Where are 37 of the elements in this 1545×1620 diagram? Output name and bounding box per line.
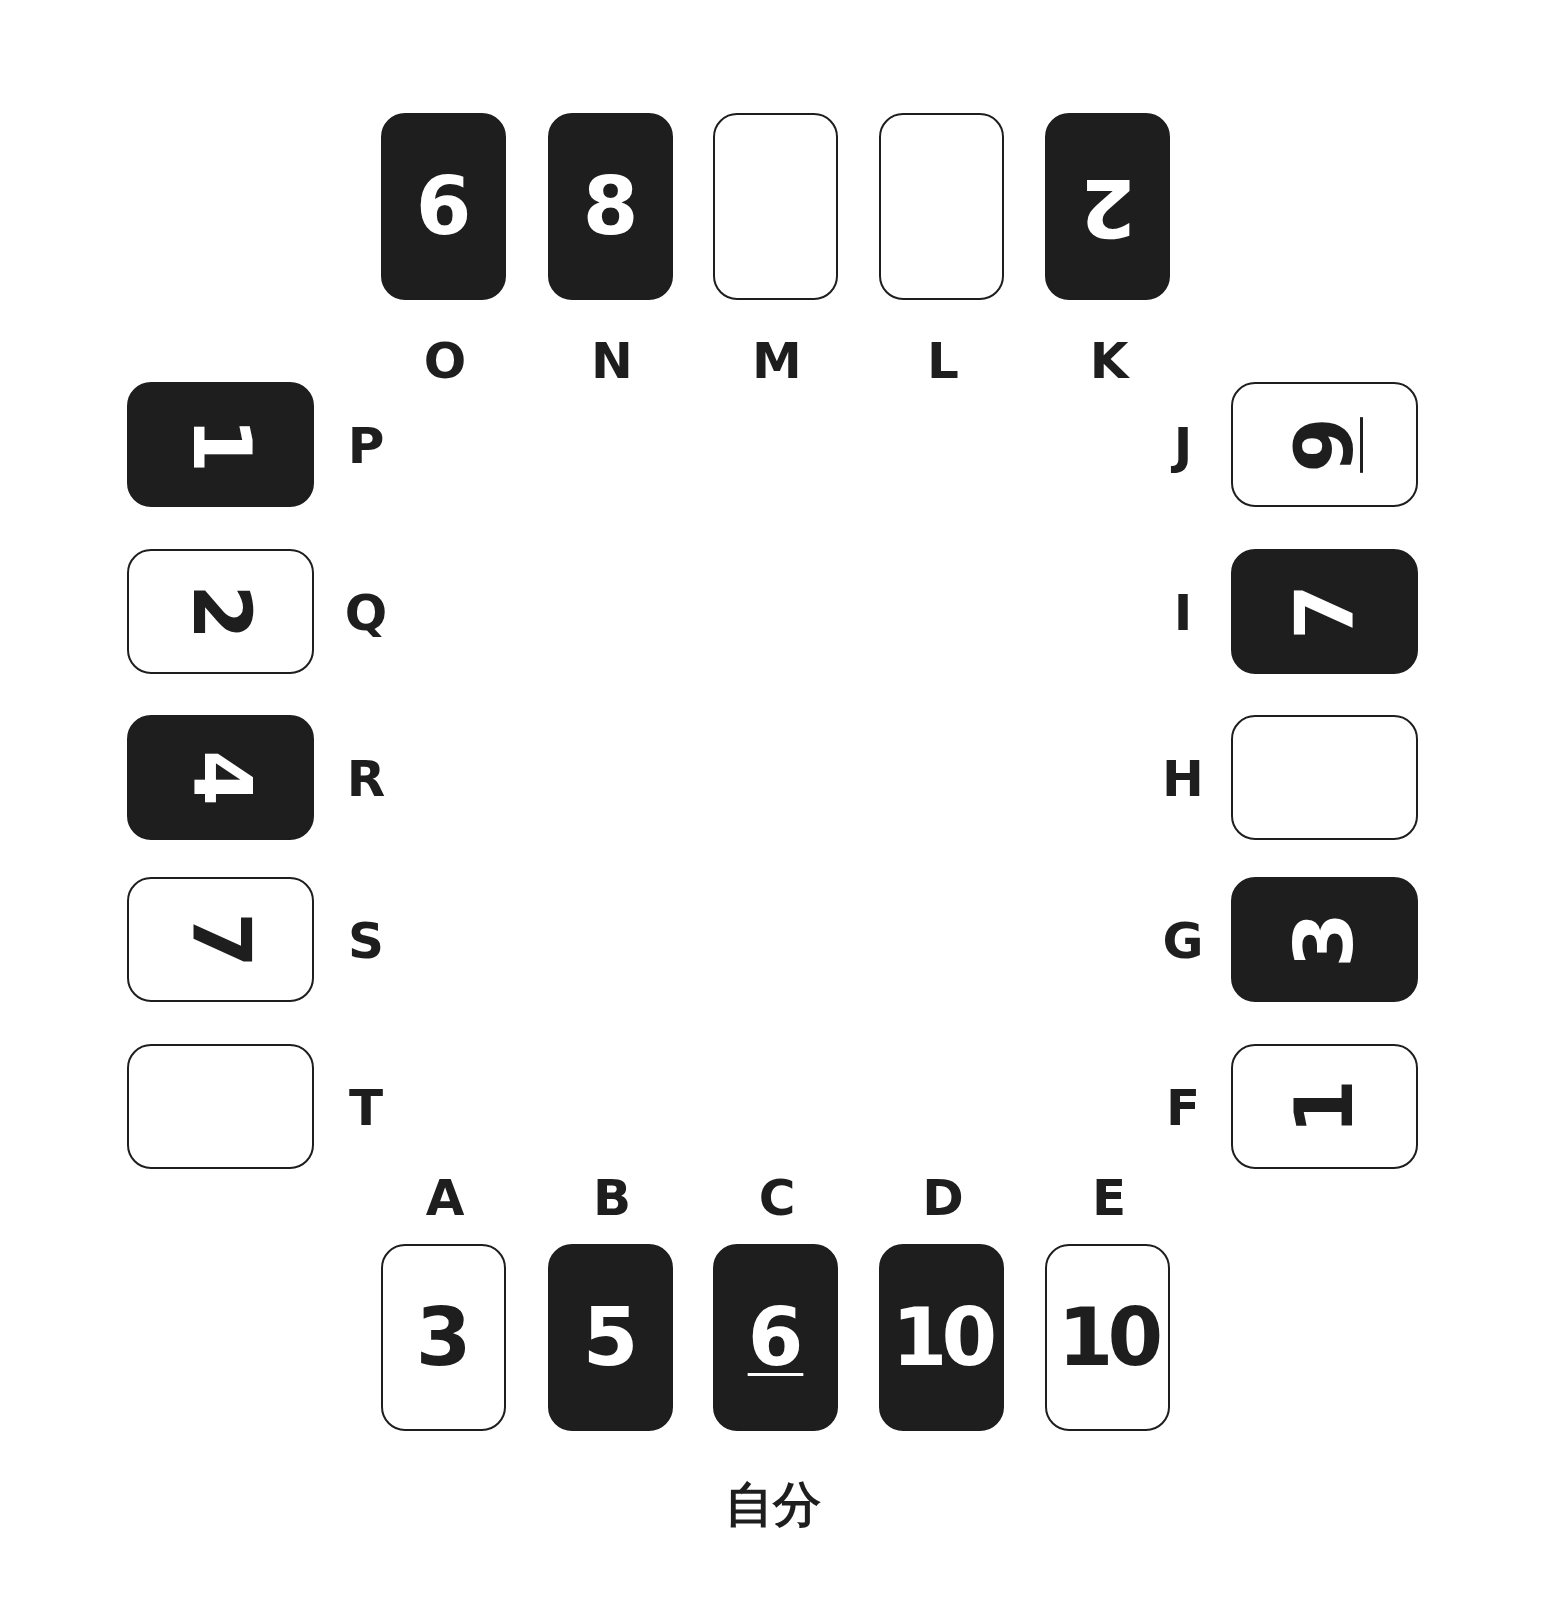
position-letter: K (1089, 336, 1129, 386)
position-letter: E (1091, 1173, 1127, 1223)
position-letter: I (1173, 588, 1193, 638)
position-letter: J (1173, 421, 1193, 471)
position-letter: T (348, 1083, 384, 1133)
card-number: 6 (415, 166, 472, 247)
card-number: 7 (180, 911, 261, 968)
card-number: 4 (180, 749, 261, 806)
position-letter: A (425, 1173, 465, 1223)
card-number: 2 (1079, 166, 1136, 247)
card-number: 1 (180, 416, 261, 473)
card-number: 2 (180, 583, 261, 640)
position-letter: O (423, 336, 467, 386)
card-number: 3 (1284, 911, 1365, 968)
position-letter: C (758, 1173, 796, 1223)
card-number: 1 (1284, 1078, 1365, 1135)
card-number: 8 (582, 166, 639, 247)
position-letter: N (591, 336, 633, 386)
position-letter: S (348, 916, 384, 966)
position-letter: D (922, 1173, 964, 1223)
card-number: 9 (1284, 416, 1365, 473)
player-label: 自分 (725, 1480, 821, 1528)
position-letter: H (1162, 754, 1204, 804)
position-letter: F (1165, 1083, 1201, 1133)
position-letter: G (1162, 916, 1204, 966)
position-letter: R (346, 754, 386, 804)
position-letter: B (592, 1173, 632, 1223)
card-number: 10 (1057, 1297, 1158, 1378)
position-letter: M (752, 336, 802, 386)
card-number: 3 (415, 1297, 472, 1378)
position-letter: L (927, 336, 959, 386)
card-number: 7 (1284, 583, 1365, 640)
card-number: 5 (582, 1297, 639, 1378)
card-number: 6 (747, 1297, 804, 1378)
position-letter: Q (344, 588, 388, 638)
position-letter: P (347, 421, 385, 471)
card-number: 10 (891, 1297, 992, 1378)
